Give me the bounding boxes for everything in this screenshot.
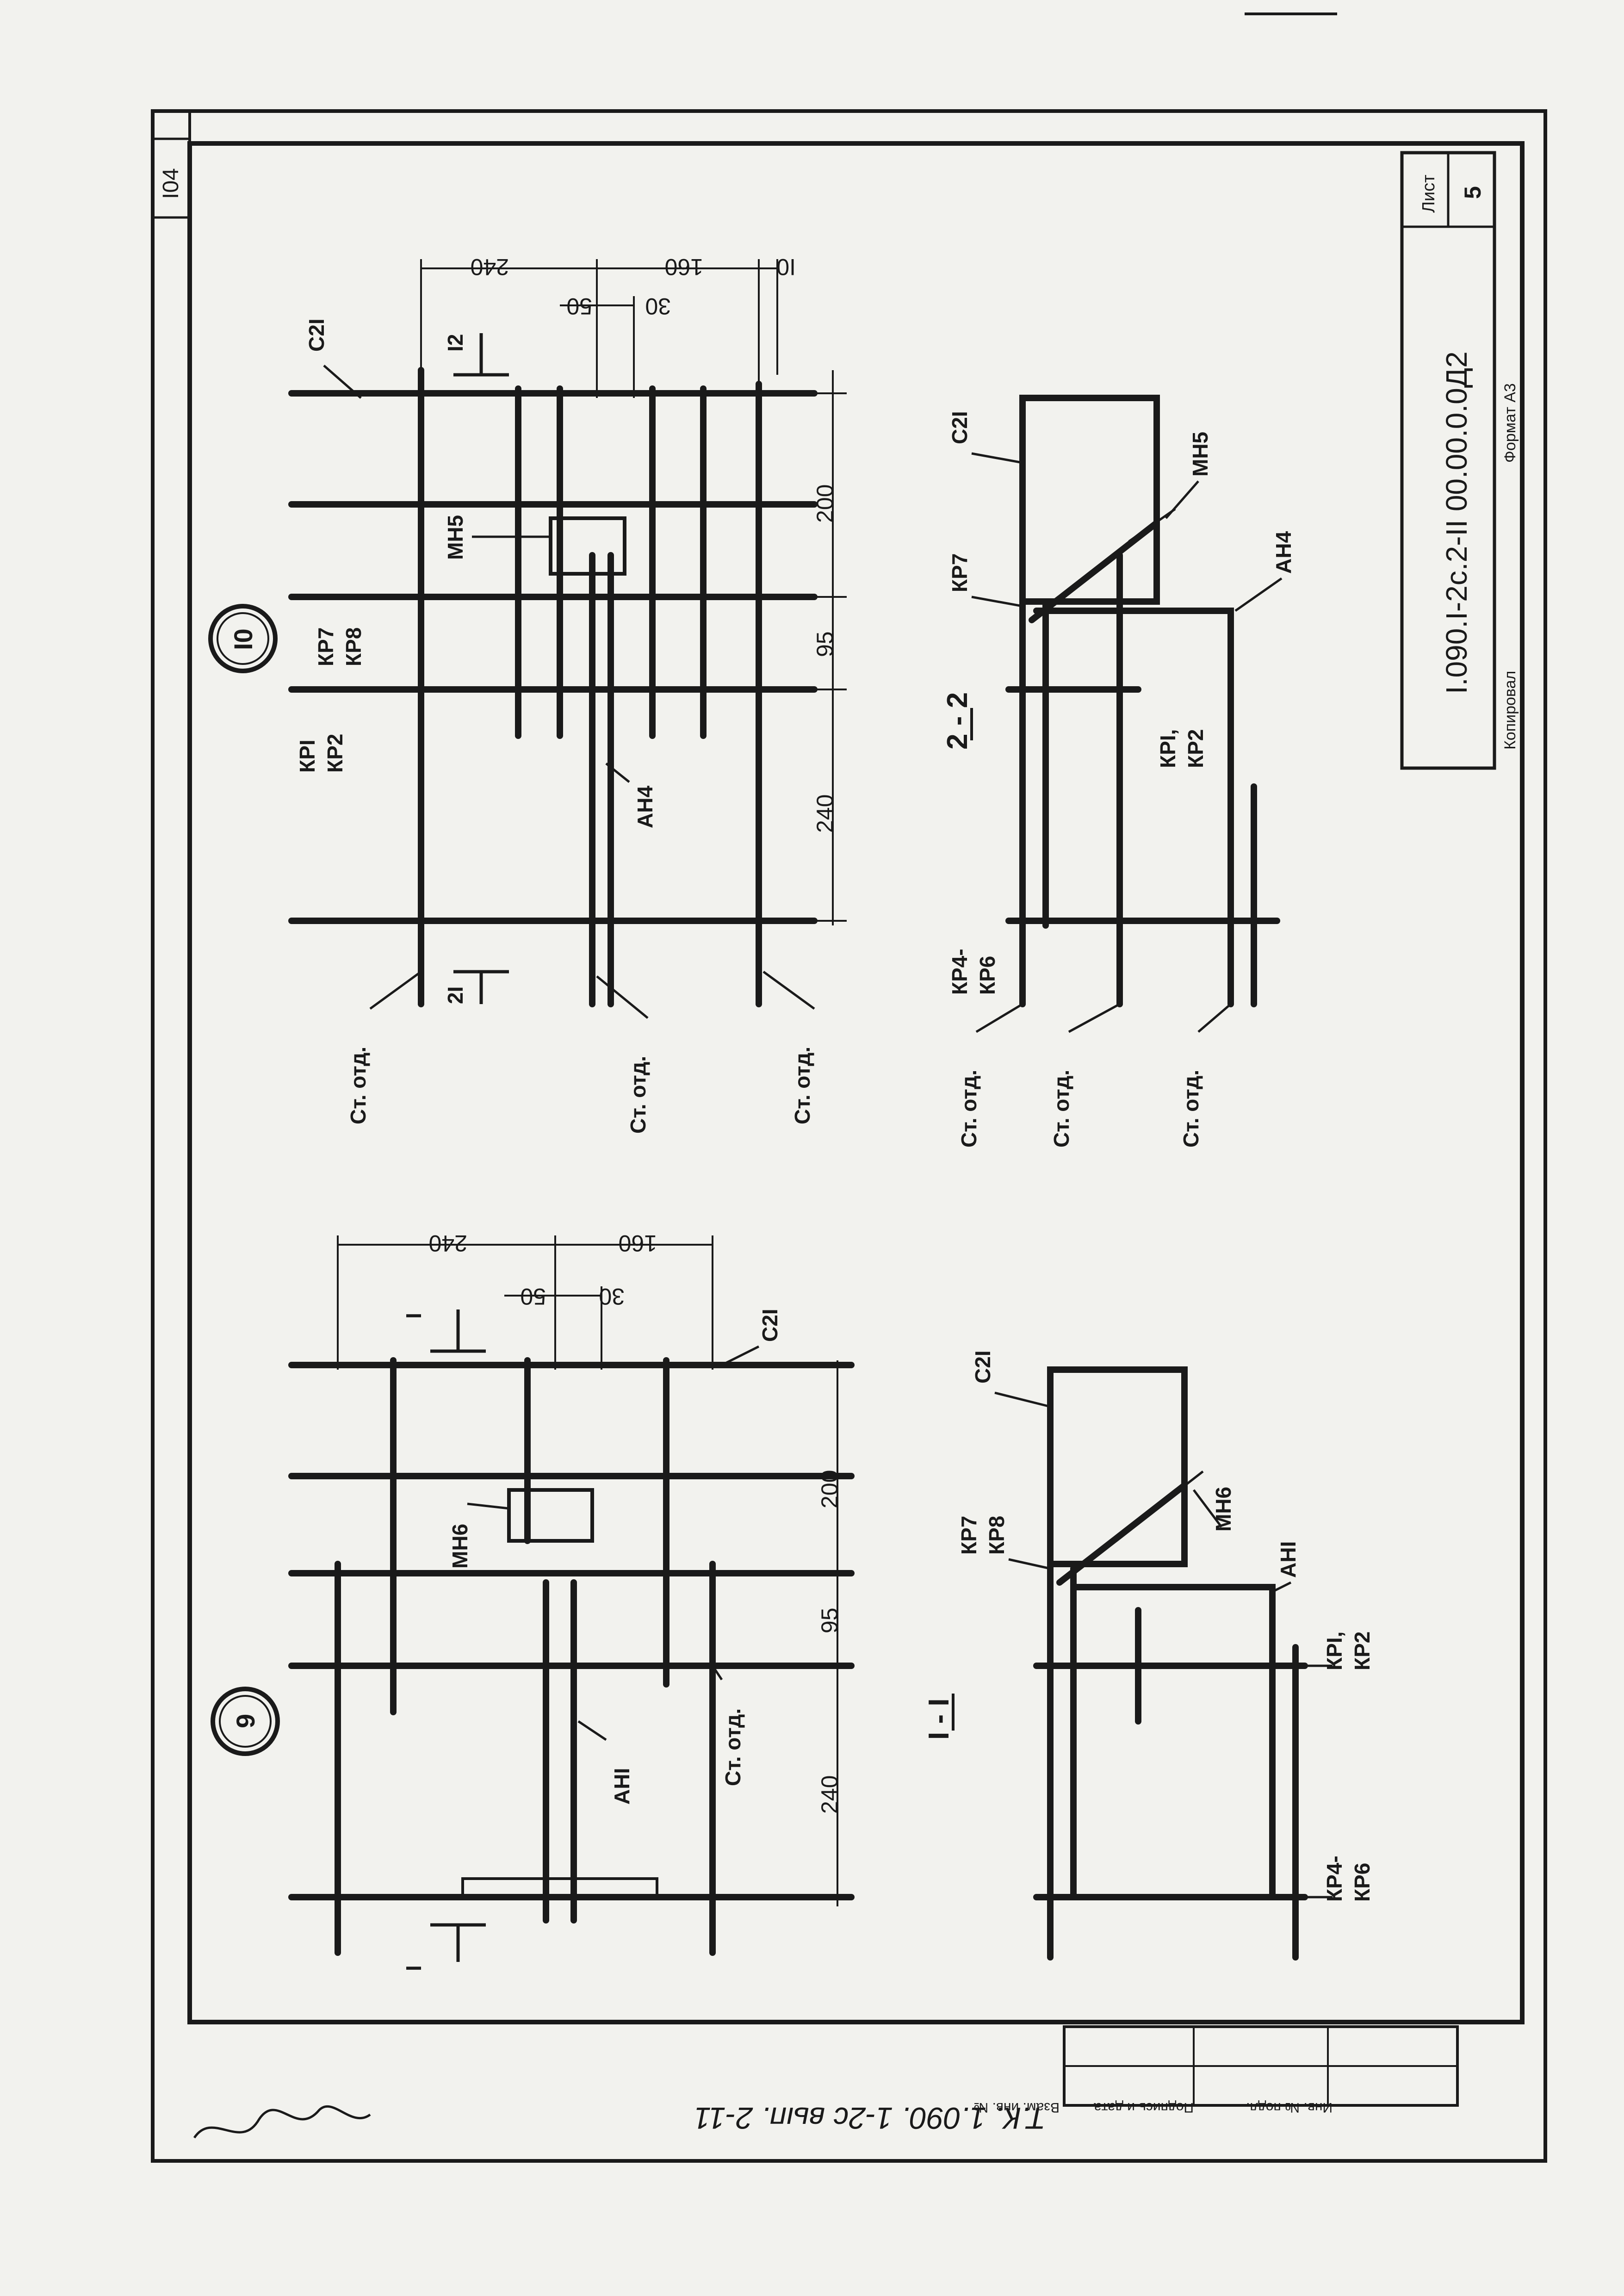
drawing-code: I.090.I-2c.2-II 00.00.0.0Д2 — [1440, 351, 1473, 694]
node9-section-1-bottom: I — [402, 1965, 426, 1971]
side-stamp: Инв. № подл. Подпись и дата Взам. инв. № — [973, 2025, 1459, 2115]
list-number: 5 — [1460, 186, 1486, 199]
node9-base-plate — [461, 1877, 658, 1899]
node10-label-kp2: КР2 — [323, 734, 347, 773]
section22-anchor-an4 — [1033, 608, 1234, 1007]
section11-label-kp1: КРI, — [1322, 1632, 1346, 1670]
node9-dim-160: 160 — [619, 1230, 657, 1256]
node9-section-1-top: I — [402, 1313, 426, 1319]
section22-label-kp1: КРI, — [1156, 729, 1180, 768]
node9-label-an1: АНI — [610, 1768, 634, 1805]
section11-label-kp4: КР4- — [1322, 1855, 1346, 1902]
section11-label-kp8: КР8 — [985, 1516, 1009, 1555]
section22-title: 2 - 2 — [942, 692, 973, 750]
node10-plate-mn5 — [549, 516, 626, 576]
section11-label-kp6: КР6 — [1350, 1863, 1374, 1902]
node9-plan: 9 240 160 50 30 200 95 240 — [211, 1230, 855, 1971]
section11-title: I - I — [923, 1698, 955, 1740]
section11-label-mn6: МН6 — [1211, 1487, 1235, 1532]
node10-plan: I0 240 160 I0 50 30 — [208, 254, 847, 1134]
node9-number-circle — [211, 1687, 280, 1756]
node10-label-otd2: Ст. отд. — [626, 1056, 650, 1134]
node10-dim-30: 30 — [645, 293, 671, 319]
section22-label-kp4: КР4- — [948, 949, 972, 995]
section11-label-c21: С2I — [971, 1350, 995, 1384]
section11-anchor-an1 — [1070, 1584, 1276, 1900]
section22-label-mn5: МН5 — [1188, 432, 1212, 477]
section11-stirrup-c21 — [1047, 1366, 1188, 1567]
section22-label-otd1: Ст. отд. — [957, 1070, 981, 1148]
stamp-inv: Инв. № подл. — [1246, 2100, 1333, 2115]
node9-dim-95: 95 — [817, 1607, 843, 1633]
node10-number: I0 — [229, 628, 258, 650]
section22-stirrup-c21 — [1019, 395, 1160, 605]
page-number: I04 — [159, 168, 183, 199]
node9-dim-50: 50 — [520, 1284, 546, 1309]
node10-label-kp7: КР7 — [314, 627, 338, 666]
section11-label-kp2: КР2 — [1350, 1632, 1374, 1670]
node9-dim-240-side: 240 — [817, 1775, 843, 1814]
node9-label-c21: С2I — [758, 1309, 782, 1342]
node10-dim-50: 50 — [566, 293, 592, 319]
handwritten-note: Т.К. 1.090. 1-2с вып. 2-11 — [694, 2101, 1046, 2135]
node10-section-21: 2I — [443, 987, 467, 1004]
format-label: Формат А3 — [1501, 383, 1519, 463]
node10-dim-95: 95 — [812, 631, 838, 657]
node10-label-kp8: КР8 — [341, 627, 366, 666]
node9-dim-30: 30 — [599, 1284, 625, 1309]
section22-plate-mn5 — [1029, 520, 1160, 623]
stamp-vzam: Взам. инв. № — [973, 2100, 1060, 2115]
node9-plate-mn6 — [507, 1488, 594, 1543]
inner-frame — [187, 141, 1525, 2024]
node10-dim-10: I0 — [776, 254, 796, 280]
section22-label-c21: С2I — [948, 411, 972, 444]
page-number-box: I04 — [151, 137, 191, 219]
kopiroval-label: Копировал — [1501, 671, 1519, 750]
node9-number: 9 — [231, 1714, 260, 1728]
section22-label-otd3: Ст. отд. — [1179, 1070, 1203, 1148]
node10-dim-240-side: 240 — [812, 794, 838, 833]
signature — [193, 2105, 371, 2139]
node10-label-an4: АН4 — [633, 786, 657, 828]
node10-number-circle — [208, 604, 278, 673]
node10-dim-240: 240 — [471, 254, 509, 280]
node10-label-otd1: Ст. отд. — [346, 1047, 370, 1124]
section11: I - I С2I КР7 КР8 МН6 АНI КРI, КР2 КР4- … — [923, 1350, 1374, 1961]
section22-label-kp2: КР2 — [1184, 729, 1208, 768]
section22-label-kp6: КР6 — [975, 956, 999, 995]
node9-dim-200: 200 — [817, 1470, 843, 1508]
section22-label-kp7: КР7 — [948, 553, 972, 592]
node10-dim-160: 160 — [665, 254, 703, 280]
node9-label-otd: Ст. отд. — [721, 1708, 745, 1786]
node10-label-c21: С2I — [304, 318, 329, 352]
node10-label-mn5: МН5 — [443, 515, 467, 560]
node10-section-12: I2 — [443, 334, 467, 352]
section22-label-an4: АН4 — [1271, 531, 1295, 574]
list-label: Лист — [1419, 174, 1438, 213]
section11-label-an1: АНI — [1276, 1541, 1300, 1578]
outer-frame — [151, 109, 1547, 2163]
section22: 2 - 2 С2I КР7 МН5 АН4 КРI, КР2 КР4- КР6 … — [942, 395, 1295, 1148]
section11-label-kp7: КР7 — [957, 1516, 981, 1555]
title-block: Лист 5 I.090.I-2c.2-II 00.00.0.0Д2 Копир… — [1400, 151, 1519, 770]
node9-label-mn6: МН6 — [448, 1524, 472, 1569]
stamp-sign: Подпись и дата — [1094, 2100, 1194, 2115]
section22-label-otd2: Ст. отд. — [1049, 1070, 1073, 1148]
node10-label-kp1: КРI — [295, 739, 319, 773]
node10-dim-200: 200 — [812, 484, 838, 523]
node9-dim-240: 240 — [429, 1230, 467, 1256]
node10-label-otd3: Ст. отд. — [790, 1047, 814, 1124]
